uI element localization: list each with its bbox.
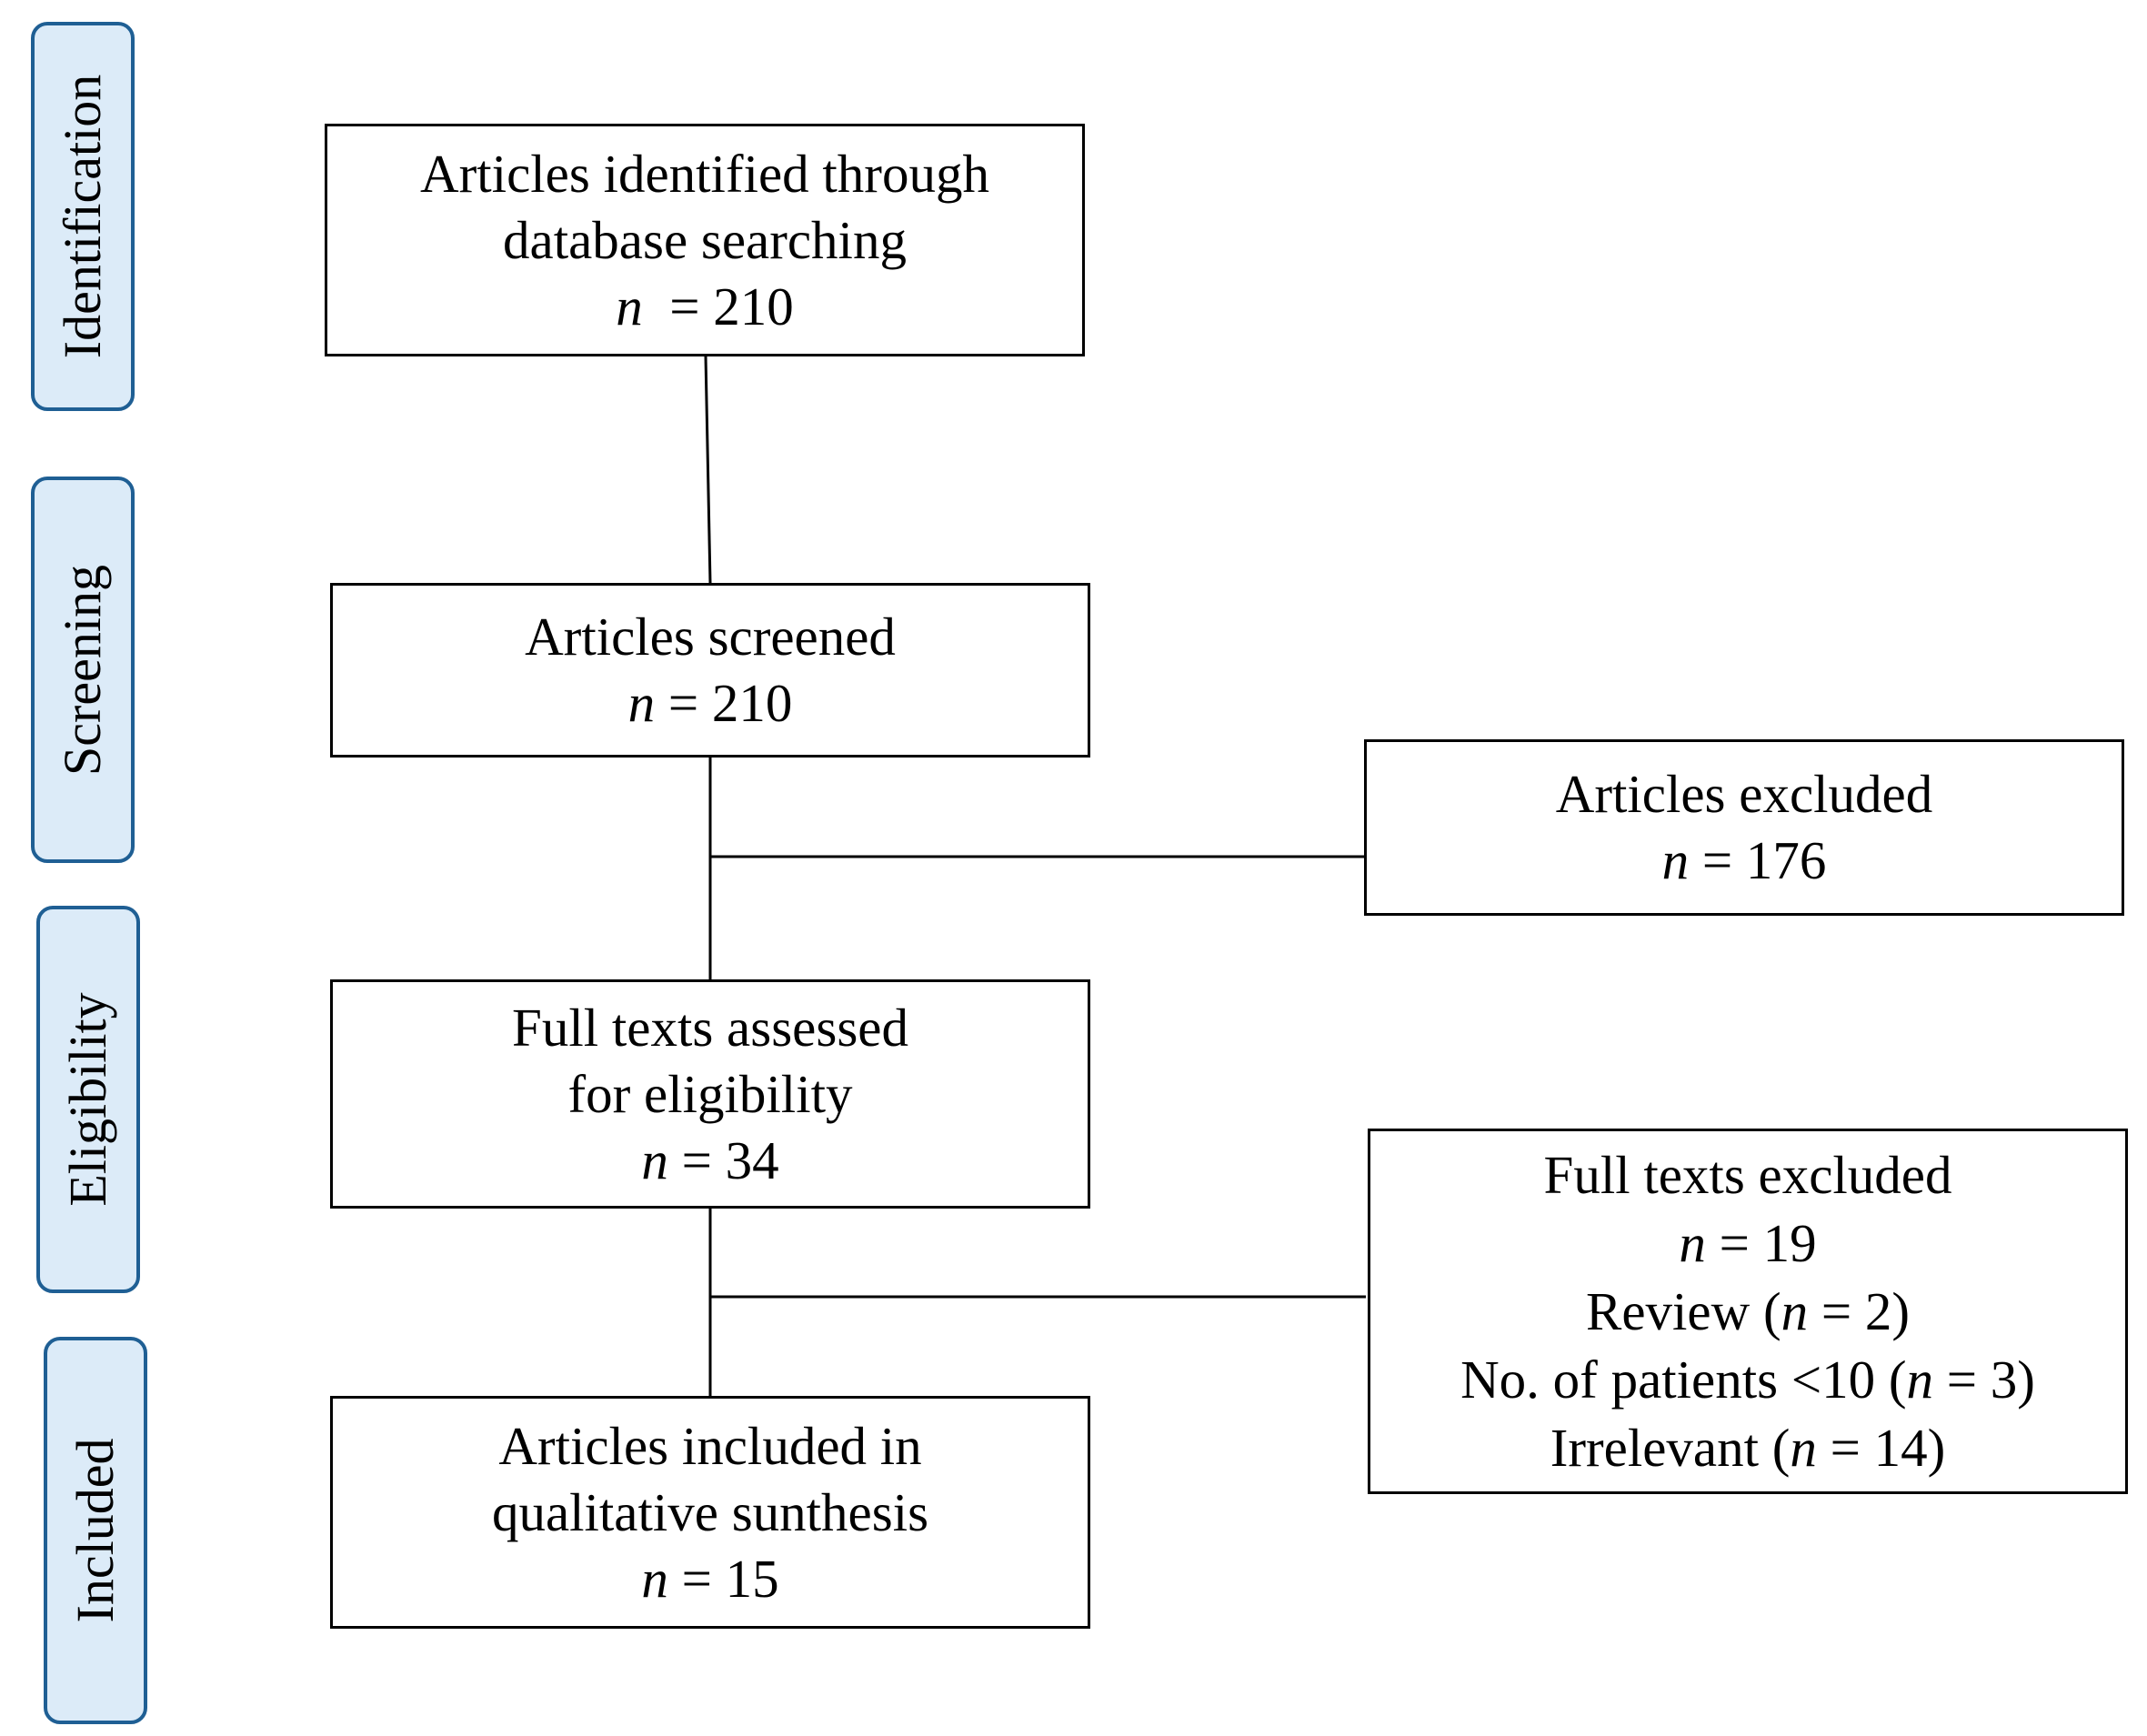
- connector-identified-to-screened: [704, 356, 712, 584]
- box-articles-screened-line1: Articles screened: [525, 607, 896, 667]
- box-articles-included-count: n = 15: [641, 1546, 778, 1612]
- count-value: = 19: [1719, 1212, 1817, 1273]
- count-value: = 210: [669, 276, 794, 336]
- count-value: = 210: [667, 673, 793, 733]
- stage-eligibility: Eligibility: [36, 906, 140, 1293]
- box-full-texts-assessed-line1: Full texts assessed: [512, 997, 908, 1058]
- n-symbol: n: [641, 1548, 668, 1609]
- n-symbol: n: [627, 673, 656, 733]
- reason-value: = 2): [1821, 1280, 1911, 1341]
- n-symbol: n: [616, 276, 643, 336]
- box-articles-identified-line2: database searching: [503, 209, 907, 270]
- box-articles-identified-line1: Articles identified through: [420, 143, 989, 204]
- box-articles-excluded-line1: Articles excluded: [1555, 764, 1933, 824]
- exclusion-reason-patients: No. of patients <10 (n = 3): [1460, 1346, 2035, 1414]
- box-articles-included-line1: Articles included in: [498, 1415, 922, 1476]
- exclusion-reason-irrelevant: Irrelevant (n = 14): [1550, 1414, 1946, 1482]
- stage-identification-label: Identification: [53, 74, 112, 359]
- reason-value: = 14): [1830, 1417, 1946, 1478]
- n-symbol: n: [1679, 1212, 1706, 1273]
- reason-label: Irrelevant (: [1550, 1417, 1791, 1478]
- n-symbol: n: [1661, 830, 1690, 890]
- stage-eligibility-label: Eligibility: [58, 992, 117, 1207]
- box-articles-included: Articles included in qualitative sunthes…: [330, 1396, 1090, 1629]
- stage-included: Included: [44, 1337, 147, 1724]
- reason-label: Review (: [1585, 1280, 1781, 1341]
- n-symbol: n: [1906, 1349, 1934, 1410]
- n-symbol: n: [1790, 1417, 1817, 1478]
- box-full-texts-excluded-line1: Full texts excluded: [1543, 1144, 1952, 1205]
- count-value: = 176: [1701, 830, 1827, 890]
- box-articles-excluded-count: n = 176: [1662, 828, 1827, 894]
- reason-label: No. of patients <10 (: [1460, 1349, 1907, 1410]
- box-articles-identified: Articles identified through database sea…: [325, 124, 1085, 356]
- reason-value: = 3): [1946, 1349, 2035, 1410]
- box-full-texts-assessed-line2: for eligibility: [567, 1063, 853, 1124]
- box-articles-included-line2: qualitative sunthesis: [491, 1481, 929, 1542]
- box-full-texts-assessed: Full texts assessed for eligibility n = …: [330, 979, 1090, 1209]
- stage-screening-label: Screening: [53, 564, 112, 776]
- box-articles-excluded: Articles excluded n = 176: [1364, 739, 2124, 916]
- n-symbol: n: [641, 1129, 668, 1190]
- n-symbol: n: [1781, 1280, 1809, 1341]
- stage-screening: Screening: [31, 477, 135, 863]
- exclusion-reason-review: Review (n = 2): [1586, 1278, 1910, 1346]
- count-value: = 34: [681, 1129, 779, 1190]
- box-articles-screened-count: n = 210: [628, 670, 793, 737]
- box-full-texts-excluded-count: n = 19: [1679, 1209, 1816, 1278]
- box-full-texts-excluded: Full texts excluded n = 19 Review (n = 2…: [1368, 1129, 2128, 1494]
- box-full-texts-assessed-count: n = 34: [641, 1128, 778, 1194]
- box-articles-screened: Articles screened n = 210: [330, 583, 1090, 758]
- stage-included-label: Included: [65, 1438, 125, 1623]
- count-value: = 15: [681, 1548, 779, 1609]
- box-articles-identified-count: n = 210: [616, 274, 794, 340]
- stage-identification: Identification: [31, 22, 135, 411]
